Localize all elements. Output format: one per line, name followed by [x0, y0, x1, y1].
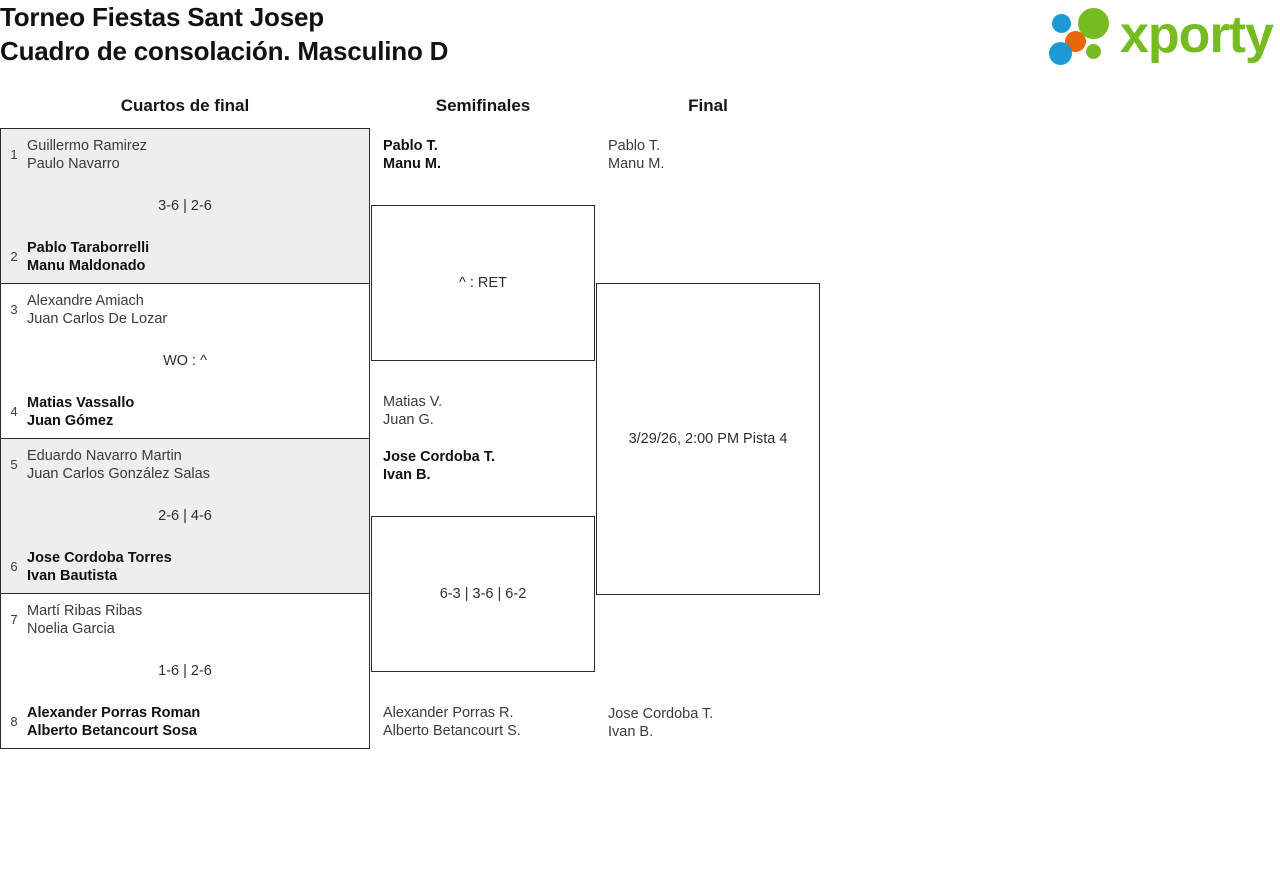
- player-name: Pablo T.: [383, 138, 438, 154]
- xporty-logo: xporty: [1046, 6, 1274, 68]
- team-names: Matias V. Juan G.: [372, 393, 594, 429]
- player-name: Juan Gómez: [27, 413, 114, 429]
- match-score: 2-6 | 4-6: [158, 508, 212, 524]
- team-slot-top[interactable]: 3 Alexandre Amiach Juan Carlos De Lozar: [1, 292, 369, 328]
- match-schedule: 3/29/26, 2:00 PM Pista 4: [628, 431, 788, 447]
- player-name: Alberto Betancourt Sosa: [27, 723, 197, 739]
- seed-number: 2: [10, 249, 18, 264]
- team-names: Alexander Porras R. Alberto Betancourt S…: [372, 704, 594, 740]
- match-row[interactable]: 1 Guillermo Ramirez Paulo Navarro 3-6 | …: [0, 128, 370, 284]
- seed-number: 5: [10, 457, 18, 472]
- logo-dot-green-large: [1078, 8, 1109, 39]
- player-name: Jose Cordoba Torres: [27, 550, 172, 566]
- team-names: Pablo T. Manu M.: [372, 137, 594, 173]
- player-name: Juan G.: [383, 412, 434, 428]
- seed-number: 3: [10, 302, 18, 317]
- seed-number: 6: [10, 559, 18, 574]
- team-names: Jose Cordoba T. Ivan B.: [597, 705, 819, 741]
- player-name: Guillermo Ramirez: [27, 138, 148, 154]
- team-slot-bottom[interactable]: Jose Cordoba T. Ivan B.: [597, 705, 819, 741]
- team-names: Martí Ribas Ribas Noelia Garcia: [27, 602, 369, 638]
- seed-number: 1: [10, 147, 18, 162]
- round-header-semifinals: Semifinales: [435, 96, 531, 115]
- team-names: Alexandre Amiach Juan Carlos De Lozar: [27, 292, 369, 328]
- team-names: Guillermo Ramirez Paulo Navarro: [27, 137, 369, 173]
- team-names: Eduardo Navarro Martin Juan Carlos Gonzá…: [27, 447, 369, 483]
- player-name: Manu M.: [608, 156, 665, 172]
- team-slot-top[interactable]: 1 Guillermo Ramirez Paulo Navarro: [1, 137, 369, 173]
- team-slot-bottom[interactable]: 4 Matias Vassallo Juan Gómez: [1, 394, 369, 430]
- player-name: Eduardo Navarro Martin: [27, 448, 182, 464]
- team-slot-bottom[interactable]: 8 Alexander Porras Roman Alberto Betanco…: [1, 704, 369, 740]
- match-row[interactable]: Pablo T. Manu M. ^ : RET Matias V. Juan …: [371, 138, 595, 428]
- player-name: Juan Carlos González Salas: [27, 466, 210, 482]
- player-name: Ivan Bautista: [27, 568, 118, 584]
- player-name: Alexander Porras Roman: [27, 705, 201, 721]
- team-slot-bottom[interactable]: 2 Pablo Taraborrelli Manu Maldonado: [1, 239, 369, 275]
- player-name: Pablo Taraborrelli: [27, 240, 150, 256]
- player-name: Matias V.: [383, 394, 443, 410]
- seed-number: 8: [10, 714, 18, 729]
- team-slot-top[interactable]: 7 Martí Ribas Ribas Noelia Garcia: [1, 602, 369, 638]
- round-header-quarterfinals: Cuartos de final: [120, 96, 250, 115]
- player-name: Pablo T.: [608, 138, 661, 154]
- match-score: 6-3 | 3-6 | 6-2: [439, 586, 527, 602]
- player-name: Ivan B.: [383, 467, 431, 483]
- seed-number: 4: [10, 404, 18, 419]
- match-score: WO : ^: [163, 353, 207, 369]
- player-name: Manu Maldonado: [27, 258, 146, 274]
- player-name: Jose Cordoba T.: [608, 706, 714, 722]
- player-name: Alberto Betancourt S.: [383, 723, 521, 739]
- team-slot-top[interactable]: Pablo T. Manu M.: [597, 137, 819, 173]
- logo-dot-blue-bottom: [1049, 42, 1072, 65]
- player-name: Manu M.: [383, 156, 441, 172]
- team-slot-top[interactable]: Pablo T. Manu M.: [372, 137, 594, 173]
- team-slot-bottom[interactable]: 6 Jose Cordoba Torres Ivan Bautista: [1, 549, 369, 585]
- team-slot-bottom[interactable]: Matias V. Juan G.: [372, 393, 594, 429]
- team-names: Matias Vassallo Juan Gómez: [27, 394, 369, 430]
- player-name: Noelia Garcia: [27, 621, 115, 637]
- player-name: Ivan B.: [608, 724, 654, 740]
- logo-dots-icon: [1046, 6, 1122, 68]
- player-name: Paulo Navarro: [27, 156, 120, 172]
- seed-number: 7: [10, 612, 18, 627]
- team-slot-bottom[interactable]: Alexander Porras R. Alberto Betancourt S…: [372, 704, 594, 740]
- player-name: Jose Cordoba T.: [383, 449, 495, 465]
- team-slot-top[interactable]: 5 Eduardo Navarro Martin Juan Carlos Gon…: [1, 447, 369, 483]
- player-name: Alexander Porras R.: [383, 705, 514, 721]
- round-header-final: Final: [688, 96, 728, 115]
- team-names: Jose Cordoba Torres Ivan Bautista: [27, 549, 369, 585]
- team-names: Jose Cordoba T. Ivan B.: [372, 448, 594, 484]
- match-row[interactable]: Jose Cordoba T. Ivan B. 6-3 | 3-6 | 6-2 …: [371, 449, 595, 739]
- match-score: 1-6 | 2-6: [158, 663, 212, 679]
- player-name: Martí Ribas Ribas: [27, 603, 143, 619]
- tournament-name: Torneo Fiestas Sant Josep: [0, 2, 324, 32]
- team-slot-top[interactable]: Jose Cordoba T. Ivan B.: [372, 448, 594, 484]
- player-name: Juan Carlos De Lozar: [27, 311, 168, 327]
- player-name: Alexandre Amiach: [27, 293, 144, 309]
- match-score: ^ : RET: [459, 275, 507, 291]
- match-row[interactable]: 3 Alexandre Amiach Juan Carlos De Lozar …: [0, 283, 370, 439]
- logo-wordmark: xporty: [1120, 6, 1274, 64]
- match-score: 3-6 | 2-6: [158, 198, 212, 214]
- logo-dot-blue-top: [1052, 14, 1071, 33]
- match-row[interactable]: 5 Eduardo Navarro Martin Juan Carlos Gon…: [0, 438, 370, 594]
- bracket: 1 Guillermo Ramirez Paulo Navarro 3-6 | …: [0, 128, 1280, 768]
- page-title: Torneo Fiestas Sant Josep Cuadro de cons…: [0, 0, 900, 68]
- team-names: Pablo Taraborrelli Manu Maldonado: [27, 239, 369, 275]
- team-names: Alexander Porras Roman Alberto Betancour…: [27, 704, 369, 740]
- team-names: Pablo T. Manu M.: [597, 137, 819, 173]
- match-row[interactable]: 7 Martí Ribas Ribas Noelia Garcia 1-6 | …: [0, 593, 370, 749]
- player-name: Matias Vassallo: [27, 395, 135, 411]
- logo-dot-green-small: [1086, 44, 1101, 59]
- bracket-subtitle: Cuadro de consolación. Masculino D: [0, 36, 449, 66]
- match-row[interactable]: Pablo T. Manu M. 3/29/26, 2:00 PM Pista …: [596, 138, 820, 740]
